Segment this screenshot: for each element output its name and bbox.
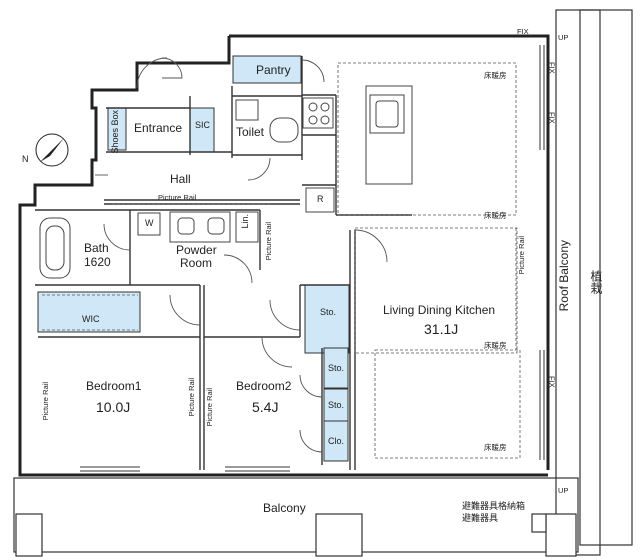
sto3-fill bbox=[323, 388, 349, 422]
floor-heating-label-2: 床暖房 bbox=[484, 211, 507, 220]
picture-rail-bedroom1-right: Picture Rail bbox=[187, 378, 196, 417]
powder-room-label: Powder Room bbox=[176, 243, 217, 270]
up-label-top: UP bbox=[558, 33, 569, 42]
wic-label: WIC bbox=[82, 314, 100, 324]
wall-top-right bbox=[229, 34, 550, 470]
wall-outer bbox=[18, 36, 548, 477]
balcony-label: Balcony bbox=[263, 501, 306, 515]
clo-fill bbox=[323, 420, 349, 462]
bath-label: Bath bbox=[84, 241, 109, 255]
washer-label: W bbox=[145, 218, 154, 228]
picture-rail-bedroom2-left: Picture Rail bbox=[205, 388, 214, 427]
fix-label-right-3: FIX bbox=[547, 376, 557, 388]
bedroom1-label: Bedroom1 bbox=[86, 379, 142, 393]
sto-fill bbox=[304, 284, 350, 354]
pantry-label: Pantry bbox=[256, 63, 291, 77]
storage-label-1: Sto. bbox=[320, 307, 337, 317]
sic-fill bbox=[189, 107, 215, 153]
storage-label-3: Sto. bbox=[328, 400, 345, 410]
picture-rail-ldk: Picture Rail bbox=[517, 236, 526, 275]
balcony-outline bbox=[13, 477, 579, 553]
picture-rail-bedroom1: Picture Rail bbox=[41, 382, 50, 421]
refrigerator-label: R bbox=[317, 194, 324, 204]
bedroom2-label: Bedroom2 bbox=[236, 379, 292, 393]
toilet-bowl bbox=[269, 117, 299, 143]
hall-label: Hall bbox=[170, 172, 191, 186]
shoes-box-label: Shoes Box bbox=[110, 110, 120, 154]
fix-label-right-2: FIX bbox=[547, 112, 557, 124]
floor-heating-label-3: 床暖房 bbox=[484, 341, 507, 350]
kitchen-sink bbox=[369, 94, 405, 134]
bedroom2-size-label: 5.4J bbox=[252, 399, 279, 415]
toilet-label: Toilet bbox=[236, 125, 265, 139]
planting-outline bbox=[579, 9, 633, 546]
roof-balcony-outline bbox=[555, 9, 601, 556]
storage-label-2: Sto. bbox=[328, 363, 345, 373]
fix-label-top: FIX bbox=[517, 27, 529, 36]
sic-label: SIC bbox=[195, 120, 211, 130]
entrance-label: Entrance bbox=[134, 121, 183, 135]
picture-rail-powder: Picture Rail bbox=[264, 222, 273, 261]
washer-box bbox=[137, 212, 161, 236]
bath-size-label: 1620 bbox=[84, 255, 111, 269]
up-label-bottom: UP bbox=[558, 486, 569, 495]
pillar-mid bbox=[315, 513, 363, 557]
closet-label: Clo. bbox=[328, 436, 345, 446]
picture-rail-hall: Picture Rail bbox=[158, 193, 197, 202]
wic-fill bbox=[37, 291, 141, 333]
evac-box-label: 避難器具格納箱 bbox=[462, 501, 526, 511]
pantry-fill bbox=[232, 55, 302, 84]
floor-heating-label-4: 床暖房 bbox=[484, 443, 507, 452]
ldk-label: Living Dining Kitchen bbox=[383, 303, 496, 317]
ldk-size-label: 31.1J bbox=[424, 321, 459, 337]
pillar-left bbox=[15, 513, 43, 557]
bedroom1-size-label: 10.0J bbox=[96, 399, 131, 415]
north-label: N bbox=[22, 154, 29, 164]
pillar-right bbox=[545, 513, 577, 557]
floor-heating-label-1: 床暖房 bbox=[484, 71, 507, 80]
bathtub bbox=[39, 217, 71, 279]
north-arrow-icon bbox=[35, 133, 69, 167]
planting-label: 植栽 bbox=[589, 270, 603, 294]
evac-device-label: 避難器具 bbox=[462, 513, 499, 523]
roof-balcony-label: Roof Balcony bbox=[557, 240, 571, 312]
fix-label-right-1: FIX bbox=[547, 62, 557, 74]
sto2-fill bbox=[323, 347, 349, 389]
linen-label: Lin. bbox=[240, 214, 250, 229]
evac-box-symbol bbox=[531, 513, 547, 533]
